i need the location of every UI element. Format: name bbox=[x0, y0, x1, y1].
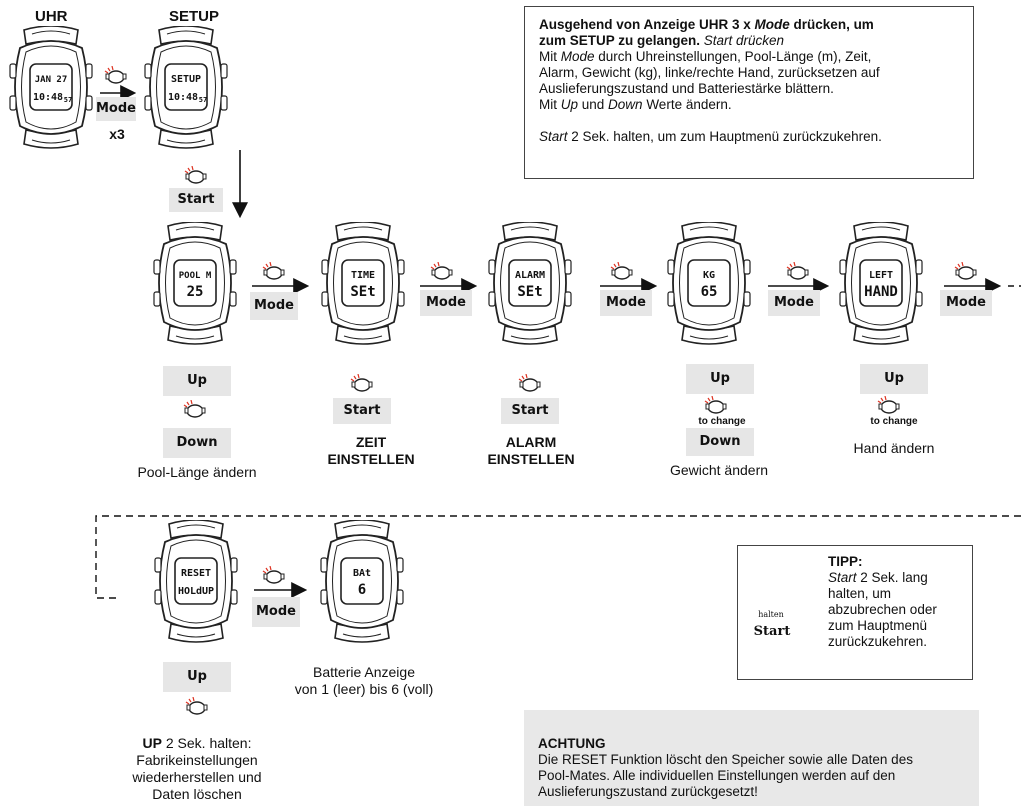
mode-label: Mode bbox=[940, 290, 992, 316]
dashed-return-line bbox=[95, 515, 1021, 599]
press-icon bbox=[350, 374, 373, 392]
lcd-top-text: RESET bbox=[181, 568, 211, 579]
lcd-top-text: LEFT bbox=[869, 270, 893, 281]
press-icon bbox=[262, 566, 285, 584]
mode-label: Mode bbox=[252, 597, 300, 627]
press-icon bbox=[430, 262, 453, 280]
hand-caption: Hand ändern bbox=[853, 440, 935, 456]
lcd-top-text: TIME bbox=[351, 270, 375, 281]
setup-title: SETUP bbox=[169, 8, 220, 25]
lcd-top-text: JAN 27 bbox=[35, 75, 68, 85]
watch-alarm: ALARM SEt bbox=[488, 222, 572, 345]
to-change-label: to change bbox=[698, 416, 746, 427]
info-line2: zum SETUP zu gelangen. Start drücken bbox=[539, 33, 785, 48]
up-label: Up bbox=[860, 364, 928, 394]
reset-caption: UP 2 Sek. halten: Fabrikeinstellungen wi… bbox=[132, 735, 262, 802]
achtung-box: ACHTUNG Die RESET Funktion löscht den Sp… bbox=[524, 710, 979, 806]
press-icon bbox=[262, 262, 285, 280]
down-label: Down bbox=[163, 428, 231, 458]
mode-label: Mode bbox=[600, 290, 652, 316]
tipp-box: halten Start TIPP: Start 2 Sek. lang hal… bbox=[737, 545, 973, 680]
lcd-bottom-text: 6 bbox=[358, 582, 366, 598]
halten-label: halten bbox=[758, 610, 784, 619]
start-label: Start bbox=[333, 398, 391, 424]
press-icon bbox=[184, 166, 207, 184]
watch-reset: RESET HOLdUP bbox=[154, 520, 238, 643]
down-label: Down bbox=[686, 428, 754, 456]
press-icon bbox=[104, 66, 127, 84]
lcd-top-text: KG bbox=[703, 270, 715, 281]
lcd-bottom-text: HAND bbox=[864, 284, 898, 300]
lcd-bottom-text: 25 bbox=[187, 284, 204, 300]
press-icon bbox=[610, 262, 633, 280]
info-line5: Auslieferungszustand und Batteriestärke … bbox=[539, 81, 834, 96]
mode-label: Mode bbox=[420, 290, 472, 316]
info-line3: Mit Mode durch Uhreinstellungen, Pool-Lä… bbox=[539, 49, 872, 64]
start-label: Start bbox=[501, 398, 559, 424]
lcd-bottom-text: HOLdUP bbox=[178, 586, 214, 597]
press-icon bbox=[704, 396, 727, 414]
lcd-seconds-text: 57 bbox=[64, 96, 72, 104]
press-icon bbox=[954, 262, 977, 280]
achtung-text: ACHTUNG Die RESET Funktion löscht den Sp… bbox=[538, 736, 913, 799]
start-label: Start bbox=[169, 188, 223, 212]
watch-kg: KG 65 bbox=[667, 222, 751, 345]
press-icon bbox=[183, 400, 206, 418]
up-label: Up bbox=[163, 662, 231, 692]
pool-caption: Pool-Länge ändern bbox=[137, 464, 257, 480]
lcd-top-text: SETUP bbox=[171, 74, 201, 85]
lcd-bottom-text: 10:48 bbox=[33, 92, 63, 103]
mode-label: Mode bbox=[96, 97, 136, 121]
uhr-title: UHR bbox=[35, 8, 68, 25]
press-icon bbox=[518, 374, 541, 392]
watch-left: LEFT HAND bbox=[839, 222, 923, 345]
lcd-bottom-text: 10:48 bbox=[168, 92, 198, 103]
up-label: Up bbox=[686, 364, 754, 394]
watch-bat: BAt 6 bbox=[320, 520, 404, 643]
lcd-top-text: BAt bbox=[353, 568, 371, 579]
lcd-bottom-text: SEt bbox=[517, 284, 542, 300]
lcd-top-text: ALARM bbox=[515, 270, 545, 281]
info-line1: Ausgehend von Anzeige UHR 3 x Mode drück… bbox=[539, 17, 874, 32]
x3-label: x3 bbox=[109, 126, 125, 142]
lcd-bottom-text: 65 bbox=[701, 284, 718, 300]
press-icon bbox=[185, 697, 208, 715]
press-icon bbox=[877, 396, 900, 414]
lcd-seconds-text: 57 bbox=[199, 96, 207, 104]
watch-pool: POOL M 25 bbox=[153, 222, 237, 345]
press-icon bbox=[786, 262, 809, 280]
info-line4: Alarm, Gewicht (kg), linke/rechte Hand, … bbox=[539, 65, 880, 80]
mode-label: Mode bbox=[250, 292, 298, 320]
watch-time: TIME SEt bbox=[321, 222, 405, 345]
start-label: Start bbox=[750, 620, 794, 644]
gewicht-caption: Gewicht ändern bbox=[669, 462, 769, 478]
mode-label: Mode bbox=[768, 290, 820, 316]
lcd-bottom-text: SEt bbox=[350, 284, 375, 300]
info-line7: Start 2 Sek. halten, um zum Hauptmenü zu… bbox=[539, 129, 882, 144]
to-change-label: to change bbox=[870, 416, 918, 427]
info-line6: Mit Up und Down Werte ändern. bbox=[539, 97, 732, 112]
lcd-top-text: POOL M bbox=[179, 271, 212, 281]
tipp-text: TIPP: Start 2 Sek. lang halten, um abzub… bbox=[828, 554, 937, 649]
up-label: Up bbox=[163, 366, 231, 396]
info-box: Ausgehend von Anzeige UHR 3 x Mode drück… bbox=[524, 6, 974, 179]
